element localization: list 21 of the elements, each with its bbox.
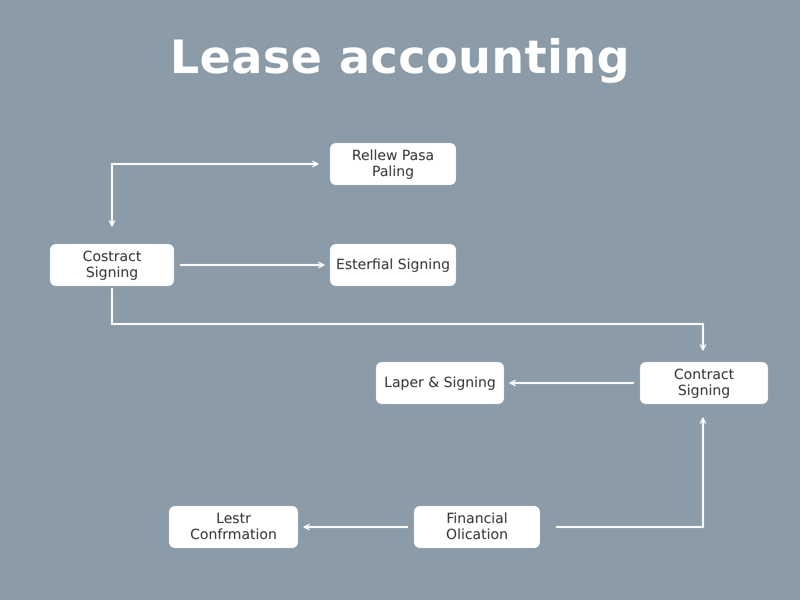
arrow <box>180 262 325 268</box>
process-box <box>169 506 298 548</box>
arrow <box>556 417 706 528</box>
box-label: Contract Signing <box>672 367 736 399</box>
box-label: Esterfial Signing <box>336 257 450 273</box>
process-box <box>50 244 174 286</box>
process-box <box>376 362 504 404</box>
arrow <box>111 288 706 351</box>
arrow <box>509 380 634 386</box>
box-label: Costract Signing <box>82 249 142 281</box>
box-label: Lestr Confrmation <box>189 511 278 543</box>
process-box <box>640 362 768 404</box>
box-label: Laper & Signing <box>384 375 496 391</box>
process-box <box>330 244 456 286</box>
title: Lease accounting <box>168 30 632 84</box>
arrow <box>108 160 319 227</box>
process-box <box>330 143 456 185</box>
arrow <box>303 524 408 530</box>
box-label: Financial Olication <box>445 511 509 543</box>
box-label: Rellew Pasa Paling <box>350 148 436 180</box>
process-box <box>414 506 540 548</box>
